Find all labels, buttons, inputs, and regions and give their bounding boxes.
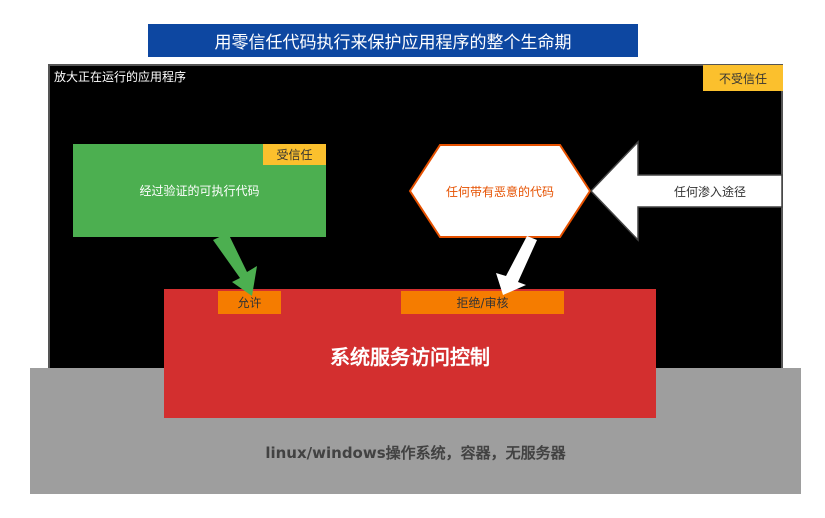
allow-arrow xyxy=(213,233,257,296)
untrusted-tag: 不受信任 xyxy=(703,65,783,91)
running-application-label: 放大正在运行的应用程序 xyxy=(54,70,187,84)
diagram-title: 用零信任代码执行来保护应用程序的整个生命期 xyxy=(148,24,638,57)
deny-arrow xyxy=(496,236,537,295)
trusted-tag: 受信任 xyxy=(263,144,326,165)
os-layer-label: linux/windows操作系统，容器，无服务器 xyxy=(265,443,566,462)
infiltration-arrow xyxy=(589,140,783,242)
allow-tag: 允许 xyxy=(218,291,281,314)
malicious-code-label: 任何带有恶意的代码 xyxy=(445,184,554,199)
access-control-label: 系统服务访问控制 xyxy=(330,344,490,369)
deny-audit-tag: 拒绝/审核 xyxy=(401,291,564,314)
infiltration-label: 任何渗入途径 xyxy=(673,184,746,199)
